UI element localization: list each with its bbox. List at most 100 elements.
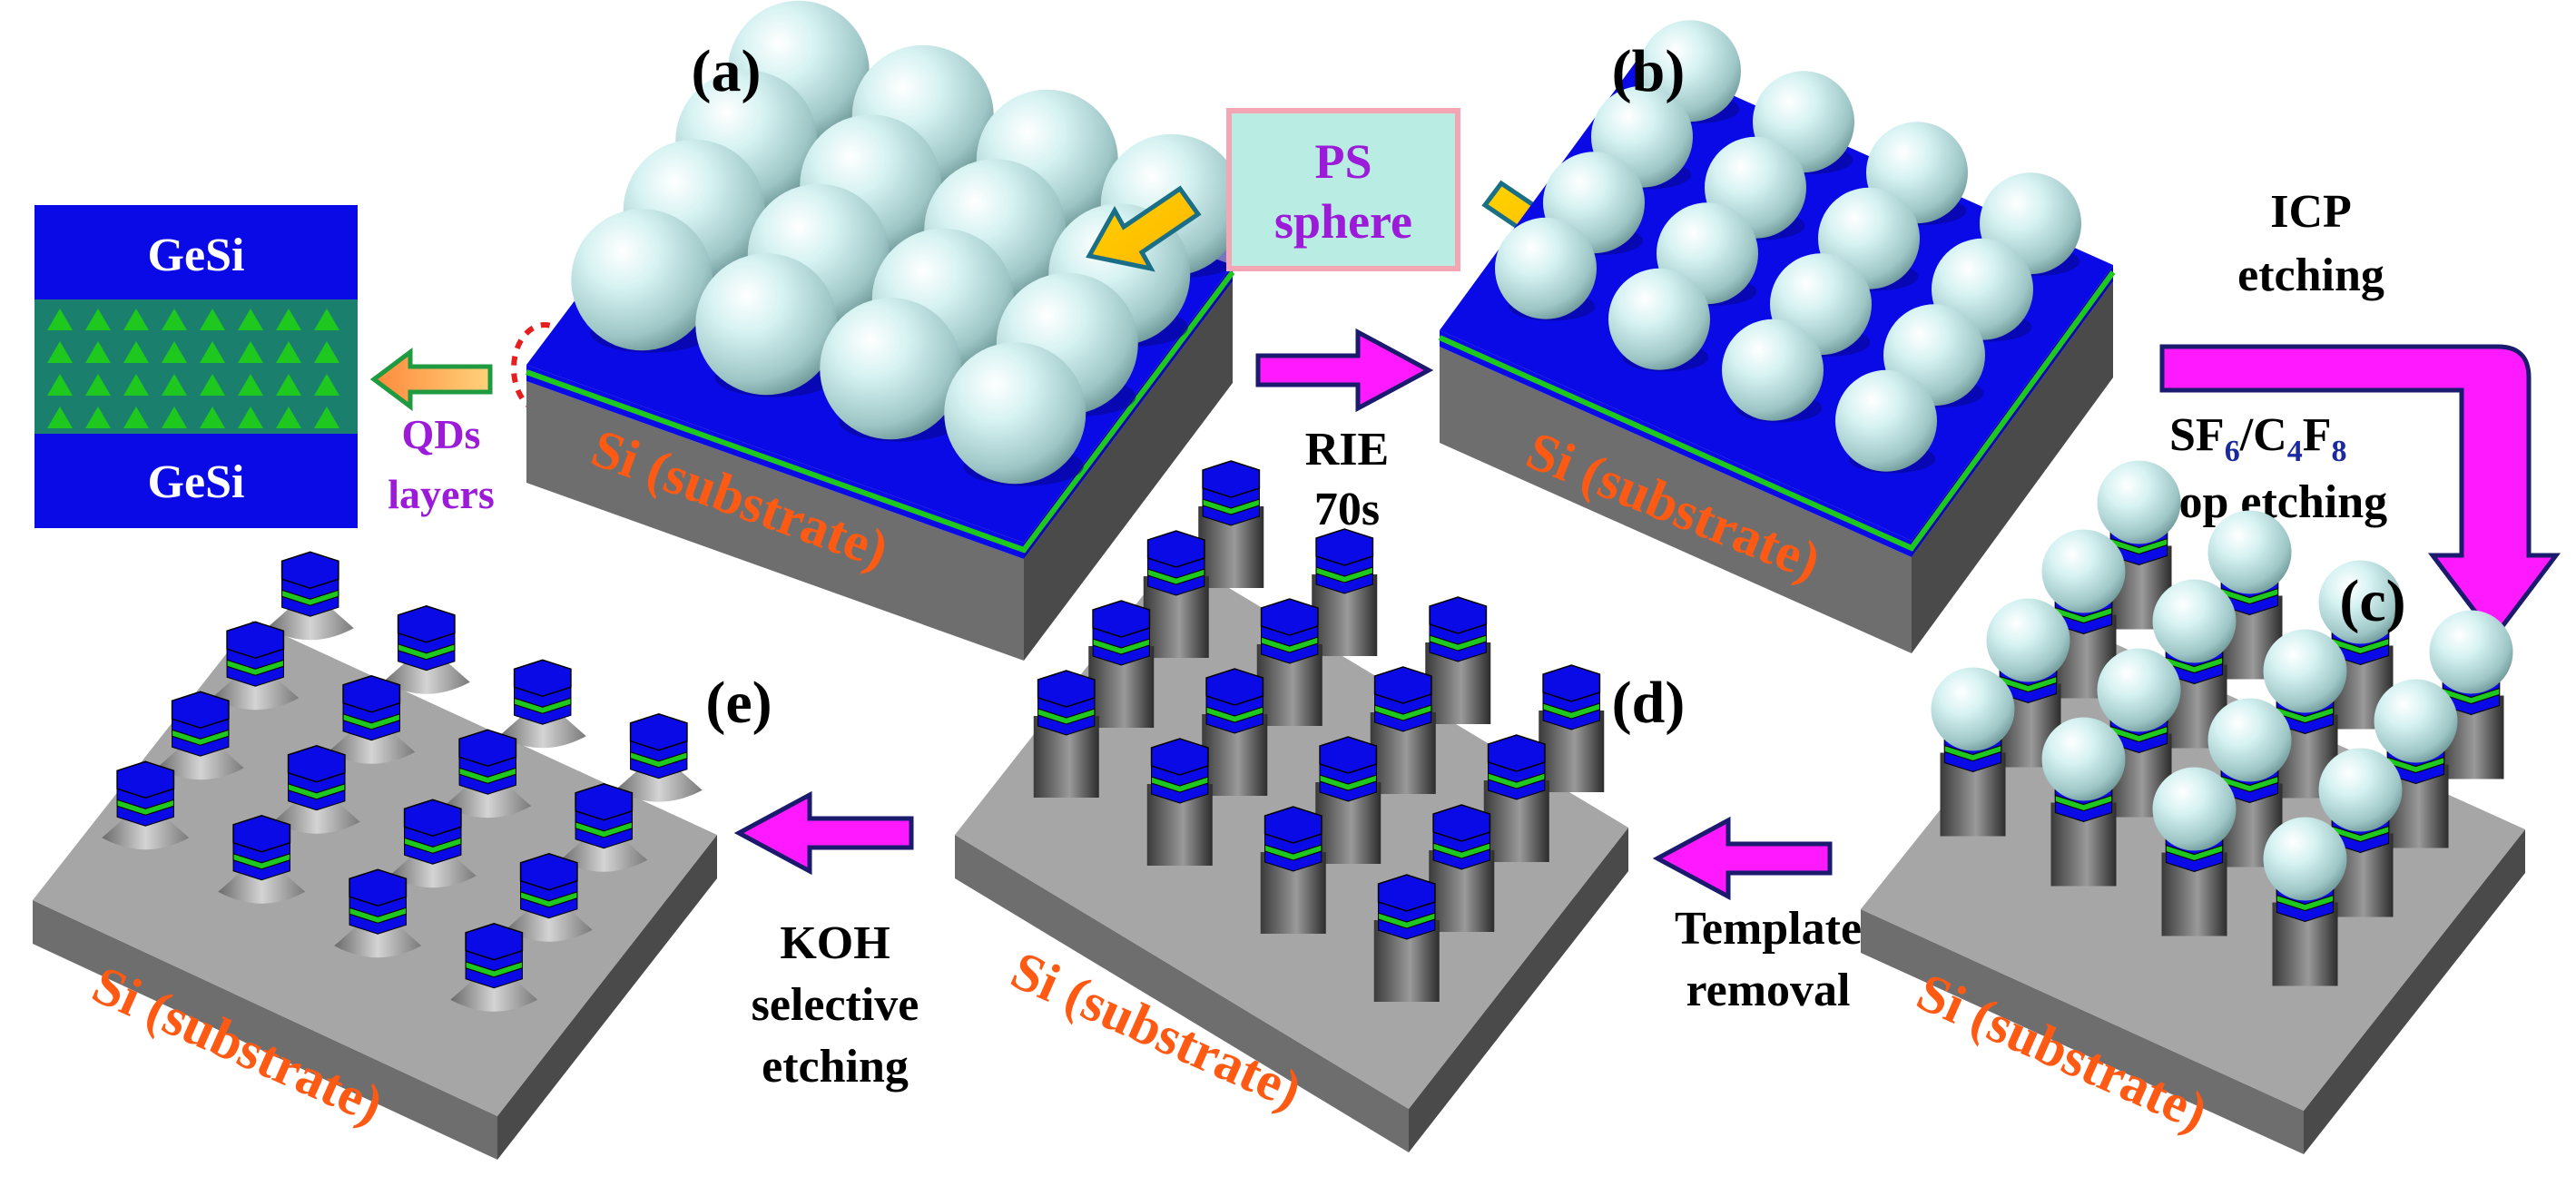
koh-step: KOH selective etching <box>733 790 919 1093</box>
callout-box <box>1226 108 1460 271</box>
koh-undercut <box>334 918 422 958</box>
ps-sphere <box>2318 560 2403 644</box>
pillar-top <box>116 760 175 799</box>
inset-bottom-label: GeSi <box>148 456 245 508</box>
panel-label-c: (c) <box>2339 568 2405 634</box>
pillar-top <box>1260 598 1319 636</box>
ps-sphere <box>1722 319 1824 421</box>
callout-arrow-left <box>1086 185 1202 272</box>
pillar-top <box>226 621 285 660</box>
quantum-dot <box>162 309 187 330</box>
loop-gas-label: SF6/C4F8 <box>2169 409 2346 468</box>
quantum-dot <box>85 374 111 396</box>
pillar-top <box>1202 460 1261 498</box>
pillar-top <box>1377 874 1436 912</box>
icp-bent-arrow <box>2159 344 2561 642</box>
quantum-dot <box>314 341 339 363</box>
pillar-top <box>513 659 572 698</box>
pillar-top <box>1432 804 1491 842</box>
pillar-top <box>397 604 456 643</box>
inset-quantum-dots <box>47 309 339 428</box>
pillar-top <box>629 712 688 751</box>
icp-etching-label: etching <box>2237 250 2384 301</box>
koh-arrow <box>733 790 914 876</box>
panel-label-e: (e) <box>705 670 772 736</box>
quantum-dot <box>162 407 187 428</box>
pillar-top <box>1315 528 1374 566</box>
quantum-dot <box>47 309 73 330</box>
rie-arrow <box>1255 328 1434 413</box>
koh-undercut <box>211 671 300 711</box>
pillar-top <box>1150 738 1209 776</box>
panel-b: (b) Si (substrate) <box>1438 20 2116 653</box>
pillar-top <box>1319 736 1378 774</box>
quantum-dot <box>162 341 187 363</box>
icp-step: ICP etching SF6/C4F8 loop etching <box>2142 186 2561 642</box>
pillar-array-d <box>1033 460 1605 1002</box>
ps-sphere <box>2097 648 2181 732</box>
ps-sphere <box>2318 748 2403 832</box>
panel-label-a: (a) <box>692 38 762 104</box>
koh-undercut <box>156 740 244 780</box>
template-removal-arrow <box>1652 816 1833 901</box>
ps-sphere <box>2152 579 2237 663</box>
inset-top-label: GeSi <box>148 230 245 281</box>
koh-undercut <box>615 762 703 802</box>
ps-sphere <box>2041 529 2126 613</box>
ps-sphere-callout: PS sphere <box>1086 108 1603 272</box>
pillar-top <box>280 551 339 590</box>
ps-sphere <box>2152 767 2237 851</box>
quantum-dot <box>200 309 225 330</box>
pillar-top <box>403 799 462 838</box>
ps-sphere <box>1931 667 2015 751</box>
pillar-top <box>465 922 524 961</box>
pillar-array-c <box>1931 460 2513 986</box>
panel-label-d: (d) <box>1612 670 1686 736</box>
quantum-dot <box>123 374 149 396</box>
koh-undercut <box>388 848 477 888</box>
template-removal-step: Template removal <box>1652 816 1862 1016</box>
pillar-top <box>1429 596 1488 634</box>
ps-sphere <box>1608 268 1710 370</box>
ps-sphere <box>2374 679 2458 763</box>
ps-sphere <box>2263 817 2347 901</box>
pillar-top <box>1487 734 1546 772</box>
quantum-dot <box>238 374 263 396</box>
quantum-dot <box>200 374 225 396</box>
quantum-dot <box>314 374 339 396</box>
koh-undercut <box>450 972 538 1012</box>
ps-sphere <box>820 298 962 440</box>
selective-label: selective <box>752 979 919 1031</box>
quantum-dot <box>276 407 301 428</box>
koh-undercut <box>382 654 470 694</box>
ps-sphere <box>2207 510 2292 594</box>
ps-sphere <box>2263 629 2347 713</box>
koh-label: KOH <box>780 917 890 969</box>
quantum-dot <box>123 309 149 330</box>
pillar-top <box>1205 668 1264 706</box>
icp-label: ICP <box>2270 186 2352 238</box>
quantum-dot <box>47 407 73 428</box>
rie-step: RIE 70s <box>1255 328 1434 535</box>
quantum-dot <box>314 407 339 428</box>
quantum-dot <box>276 309 301 330</box>
ps-sphere <box>2207 698 2292 782</box>
inset-qd-band <box>34 299 358 434</box>
pillar-top <box>342 674 401 713</box>
koh-undercut <box>218 864 306 904</box>
template-label: Template <box>1675 903 1862 955</box>
quantum-dot <box>238 341 263 363</box>
pillar-top <box>1146 530 1205 568</box>
qd-layers-inset: GeSi GeSi QDs layers <box>34 205 578 528</box>
ps-sphere-layer-b <box>1495 20 2081 474</box>
quantum-dot <box>123 341 149 363</box>
ps-sphere <box>695 253 838 396</box>
pillar-top <box>1542 664 1601 702</box>
ps-sphere <box>1495 217 1597 319</box>
quantum-dot <box>123 407 149 428</box>
quantum-dot <box>276 374 301 396</box>
quantum-dot <box>238 309 263 330</box>
pillar-array-e <box>102 551 703 1012</box>
